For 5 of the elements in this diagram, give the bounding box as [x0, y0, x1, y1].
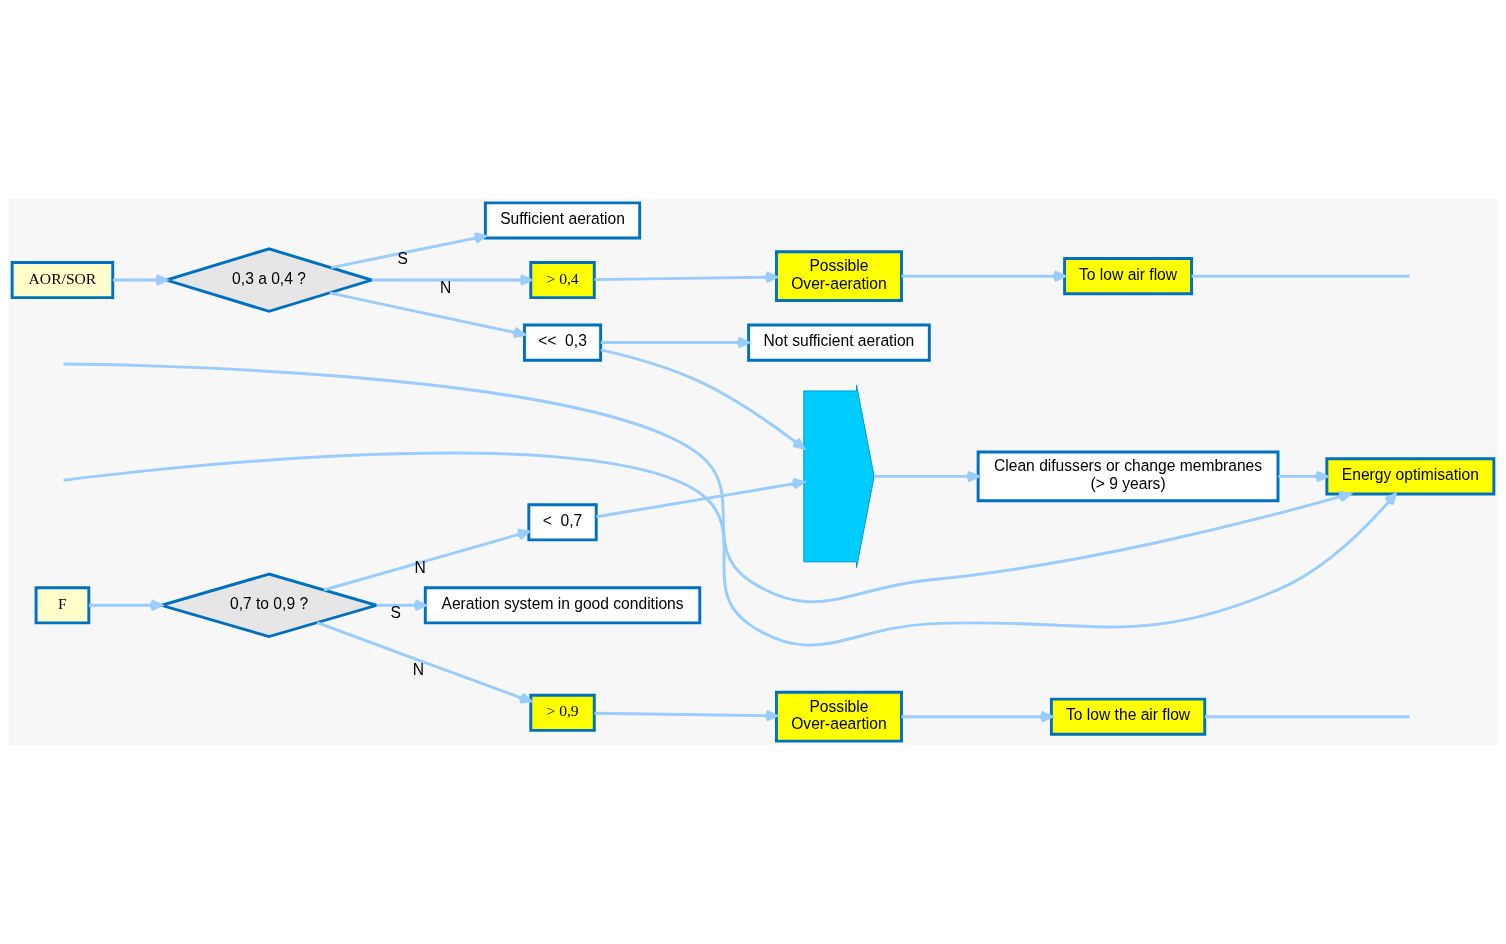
edge-label: S — [397, 250, 408, 268]
edge-label: N — [440, 278, 452, 296]
edge-label: N — [414, 559, 426, 577]
edge-label: N — [412, 660, 425, 678]
edge-label: S — [390, 603, 402, 621]
